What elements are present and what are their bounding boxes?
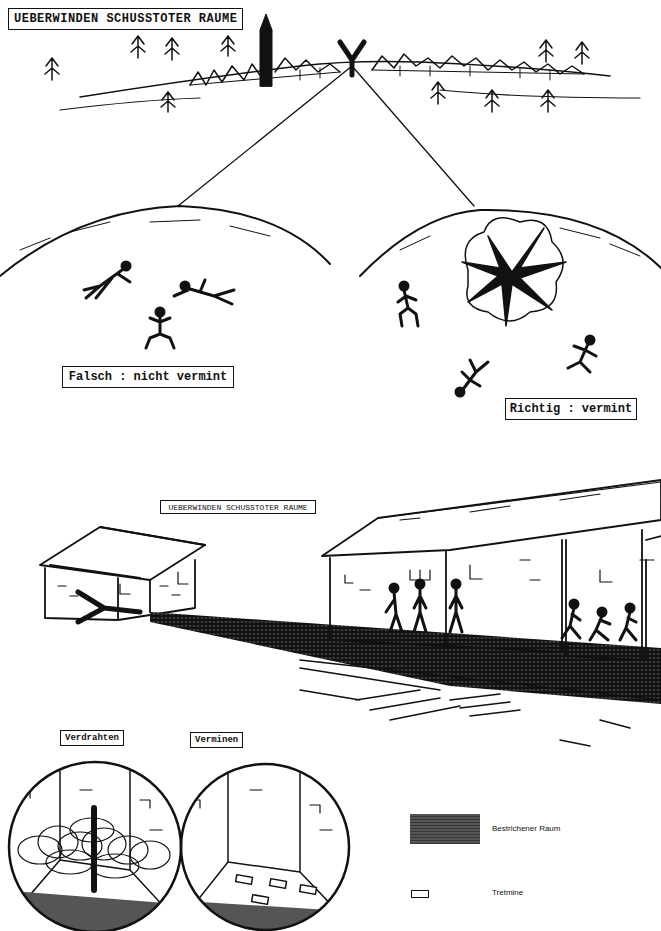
tree-symbols xyxy=(131,36,145,58)
wire-obstacle-inset xyxy=(91,808,97,890)
building-row-right xyxy=(322,480,661,660)
wire-obstacle-inset xyxy=(0,890,190,931)
building-left xyxy=(40,527,205,620)
circle-outline xyxy=(180,763,350,931)
wire-obstacle-inset xyxy=(38,826,78,858)
mine-symbol xyxy=(270,879,287,889)
tree-symbols xyxy=(161,92,175,112)
stick-figure xyxy=(462,360,488,388)
village-landscape xyxy=(190,70,584,85)
tree-symbols xyxy=(575,42,589,64)
mine-inset xyxy=(170,762,360,931)
road-lines xyxy=(450,694,630,746)
line-of-fire xyxy=(178,66,474,206)
stick-figure xyxy=(620,612,636,640)
tree-symbols xyxy=(431,82,445,104)
line-of-fire xyxy=(178,66,474,206)
road-lines xyxy=(300,660,661,720)
building-row-right xyxy=(330,530,642,660)
mine-symbol xyxy=(300,885,317,895)
legend-text: Bestrichener Raum xyxy=(492,824,560,833)
box-text: Falsch : nicht vermint xyxy=(69,370,227,384)
circle-outline xyxy=(8,761,182,931)
stick-figure xyxy=(146,316,174,348)
tree-symbols xyxy=(45,58,59,80)
mine-inset xyxy=(190,790,332,830)
dead-ground-mined xyxy=(400,228,640,256)
dead-ground-unmined xyxy=(20,220,270,250)
box-text: Richtig : vermint xyxy=(510,402,632,416)
weapon-symbol xyxy=(340,42,364,75)
inset-circle: Verdrahten xyxy=(8,761,182,931)
tree-symbols xyxy=(539,40,553,62)
wire-obstacle-inset xyxy=(91,854,139,878)
legend-text: Tretmine xyxy=(492,888,523,897)
stick-figure xyxy=(398,290,418,326)
inset-heading: Verminen xyxy=(190,732,243,748)
tree-symbols xyxy=(221,36,235,56)
building-row-right xyxy=(646,536,661,660)
stick-figure xyxy=(84,262,234,348)
fire-zone-band xyxy=(150,612,661,704)
tree-symbols xyxy=(541,90,555,112)
weapon-symbol xyxy=(340,42,364,75)
legend-swatch xyxy=(410,814,480,844)
wire-obstacle-inset xyxy=(0,760,190,931)
stick-figure xyxy=(450,588,462,632)
weapon-symbol xyxy=(78,592,140,622)
dead-ground-mined xyxy=(360,210,661,276)
village-landscape xyxy=(190,54,584,85)
tree-symbols xyxy=(45,36,589,112)
stick-figure xyxy=(84,270,130,298)
dead-ground-mined xyxy=(360,210,661,396)
stick-figure xyxy=(414,588,426,632)
circle-outline xyxy=(181,764,349,930)
building-left xyxy=(40,527,205,580)
tree-symbols xyxy=(485,90,499,112)
mine-symbol xyxy=(252,895,269,905)
building-row-right xyxy=(322,480,661,556)
village-landscape xyxy=(260,14,272,86)
building-row-right xyxy=(378,482,661,520)
mine-inset xyxy=(170,762,360,931)
dead-ground-unmined xyxy=(0,206,330,348)
mine-symbol xyxy=(236,875,317,905)
tree-symbols xyxy=(165,38,179,60)
stick-figure xyxy=(568,344,596,372)
caption-box: Richtig : vermint xyxy=(505,398,637,420)
weapon-symbol xyxy=(78,592,140,622)
fire-zone-band xyxy=(150,612,661,704)
stick-figure xyxy=(562,608,580,638)
dead-ground-unmined xyxy=(0,206,330,276)
stick-figure xyxy=(174,280,234,304)
wire-obstacle-inset xyxy=(108,836,148,864)
mine-symbol xyxy=(236,875,253,885)
mine-symbol-sample xyxy=(411,890,429,898)
building-left xyxy=(50,527,205,578)
inset-heading: Verdrahten xyxy=(60,730,124,746)
stick-figure xyxy=(386,580,636,640)
title-box: UEBERWINDEN SCHUSSTOTER RAUME xyxy=(8,8,243,30)
explosion-symbol xyxy=(462,218,566,326)
explosion-symbol xyxy=(462,228,566,326)
stick-figure xyxy=(386,592,402,632)
stick-figure xyxy=(122,262,130,270)
circle-outline xyxy=(9,762,181,931)
stick-figure xyxy=(398,282,596,396)
wire-obstacle-inset xyxy=(0,760,190,931)
wire-obstacle-inset xyxy=(130,841,170,869)
caption-box: UEBERWINDEN SCHUSSTOTER RAUME xyxy=(160,500,316,514)
caption-box: Falsch : nicht vermint xyxy=(62,366,234,388)
stick-figure xyxy=(456,388,464,396)
road-lines xyxy=(300,660,661,746)
stick-figure xyxy=(590,616,610,640)
box-text: UEBERWINDEN SCHUSSTOTER RAUME xyxy=(168,503,307,512)
village-landscape xyxy=(60,90,640,110)
wire-obstacle-inset xyxy=(46,850,94,874)
inset-circle: Verminen xyxy=(180,763,350,931)
